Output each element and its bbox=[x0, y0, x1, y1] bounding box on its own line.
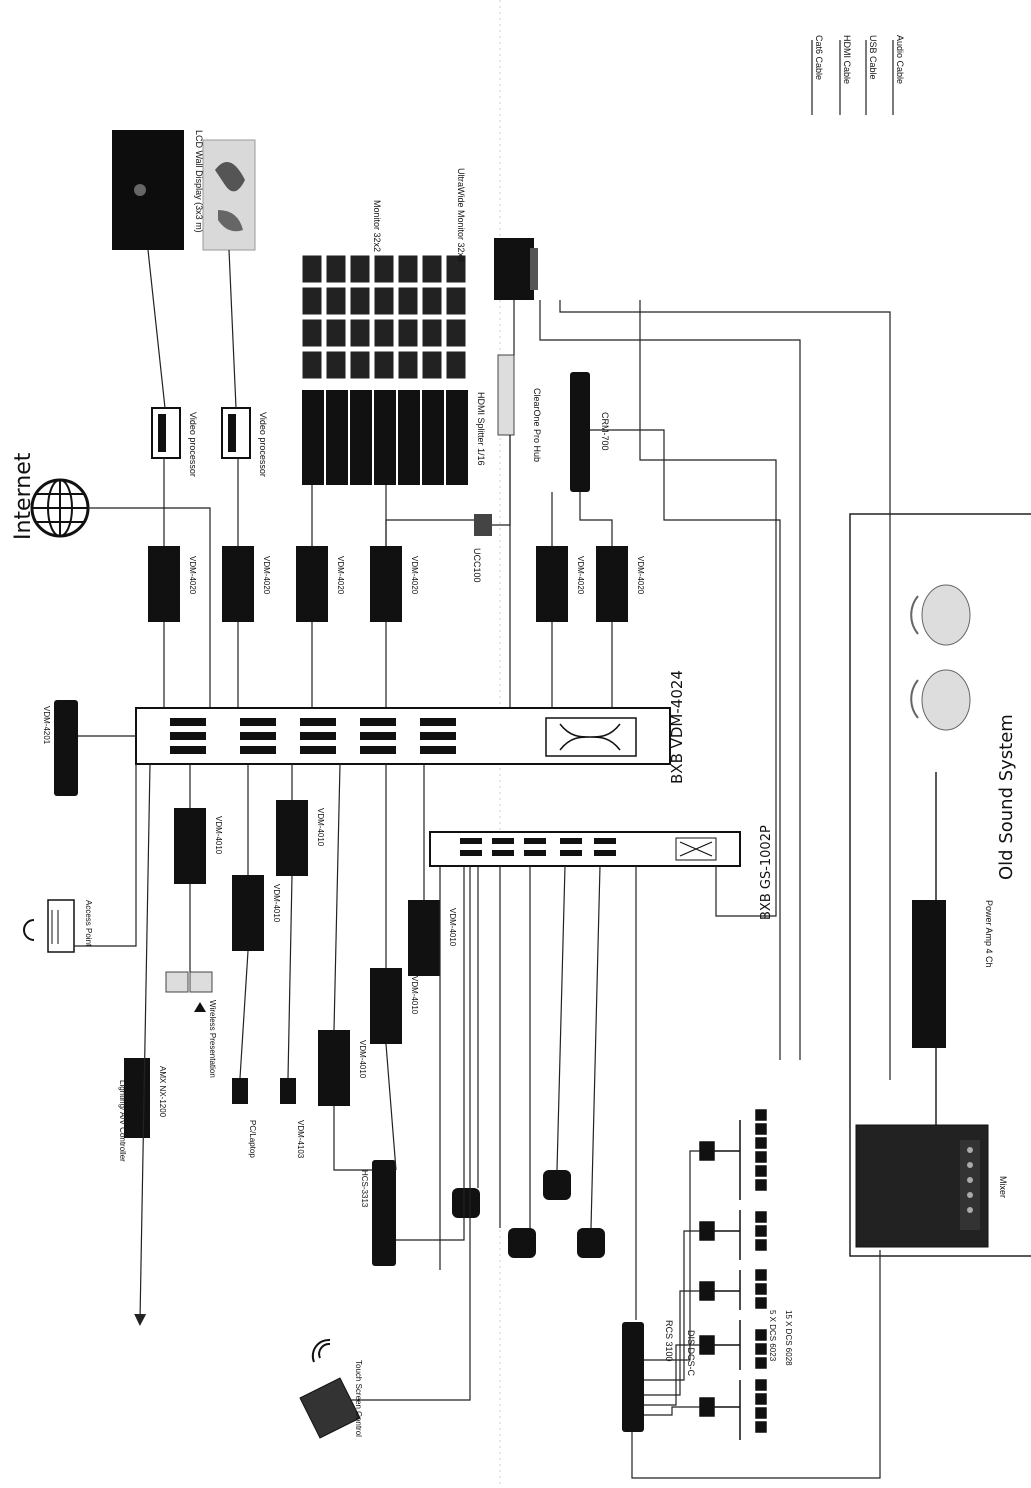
legend-hdmi: HDMI Cable bbox=[842, 35, 852, 84]
rcs-label: RCS 3100 bbox=[664, 1320, 674, 1362]
projector-screen-image bbox=[202, 139, 256, 251]
vdm-right-0: VDM-4020 bbox=[188, 556, 197, 595]
internet-globe-icon bbox=[30, 478, 90, 538]
vdm-right-2: VDM-4020 bbox=[336, 556, 345, 595]
vdm-left-3: VDM-4010 bbox=[448, 908, 457, 947]
vdm-4201-device bbox=[54, 700, 78, 796]
vdm-left-4: VDM-4010 bbox=[410, 976, 419, 1015]
delegate-units bbox=[699, 1109, 767, 1440]
wireless-presentation-device bbox=[165, 971, 213, 1012]
hdmi-splitter-label: HDMI Splitter 1/16 bbox=[476, 392, 486, 466]
power-amp-label: Power Amp 4 Ch bbox=[984, 900, 994, 968]
clearone-hub bbox=[497, 354, 515, 436]
crm-device bbox=[570, 372, 590, 492]
vdm-left-5: VDM-4010 bbox=[358, 1040, 367, 1079]
vdm-right-3: VDM-4020 bbox=[410, 556, 419, 595]
dis-label: DIS DCS-C bbox=[686, 1330, 696, 1377]
ultrawide-label: UltraWide Monitor 32x8 bbox=[456, 168, 466, 262]
legend-usb: USB Cable bbox=[868, 35, 878, 80]
vdm-4103-label: VDM-4103 bbox=[296, 1120, 305, 1159]
hcs-device bbox=[372, 1160, 396, 1266]
video-processor-1-label: Video processor bbox=[188, 412, 198, 477]
pc-monitor bbox=[494, 238, 538, 300]
vdm-right-1: VDM-4020 bbox=[262, 556, 271, 595]
vdm-right-5: VDM-4020 bbox=[636, 556, 645, 595]
clearone-label: ClearOne Pro Hub bbox=[532, 388, 542, 462]
legend-audio: Audio Cable bbox=[895, 35, 905, 84]
touch-screen-icon bbox=[299, 1338, 361, 1439]
lcd-wall-display bbox=[112, 130, 184, 250]
hdmi-splitter-stack bbox=[302, 390, 468, 485]
old-sound-system bbox=[849, 513, 1031, 1257]
vdm-right-row bbox=[148, 546, 628, 622]
video-processor-1 bbox=[151, 407, 181, 459]
bxb-vdm-4024-switch bbox=[135, 707, 671, 765]
ucc-label: UCC100 bbox=[472, 548, 482, 583]
vdm-left-row bbox=[174, 800, 440, 1106]
vdm-left-1: VDM-4010 bbox=[316, 808, 325, 847]
mixer-label: Mixer bbox=[998, 1176, 1008, 1198]
camera-icons bbox=[452, 1170, 605, 1258]
legend: Cat6 Cable HDMI Cable USB Cable Audio Ca… bbox=[811, 35, 905, 115]
monitor-label: Monitor 32x2 bbox=[372, 200, 382, 252]
crm-label: CRM-700 bbox=[600, 412, 610, 451]
vdm-4103-icon bbox=[280, 1078, 296, 1104]
pc-label: PC/Laptop bbox=[248, 1120, 257, 1158]
monitor-grid bbox=[301, 254, 467, 380]
delegate-1-label: 5 X DCS 6023 bbox=[768, 1310, 777, 1362]
vdm-left-0: VDM-4010 bbox=[214, 816, 223, 855]
legend-cat6: Cat6 Cable bbox=[814, 35, 824, 80]
pc-laptop-icon bbox=[232, 1078, 248, 1104]
vdm-right-4: VDM-4020 bbox=[576, 556, 585, 595]
conference-controller bbox=[622, 1322, 644, 1432]
wireless-presentation-label: Wireless Presentation bbox=[208, 1000, 217, 1078]
bxb-gs-label: BXB GS-1002P bbox=[759, 825, 774, 920]
ucc-device bbox=[474, 514, 492, 536]
bxb-main-label: BXB VDM-4024 bbox=[668, 670, 686, 784]
amx-controller bbox=[124, 1058, 150, 1138]
amx-label: AMX NX-1200 bbox=[158, 1066, 167, 1118]
delegate-2-label: 15 X DCS 6028 bbox=[784, 1310, 793, 1366]
touch-screen-label: Touch Screen Control bbox=[354, 1360, 363, 1437]
access-point-icon bbox=[23, 899, 75, 953]
vdm-left-2: VDM-4010 bbox=[272, 884, 281, 923]
access-point-label: Access Point bbox=[84, 900, 93, 947]
vdm-4201-label: VDM-4201 bbox=[42, 706, 51, 745]
video-processor-2-label: Video processor bbox=[258, 412, 268, 477]
video-processor-2 bbox=[221, 407, 251, 459]
internet-label: Internet bbox=[11, 452, 36, 540]
lighting-label: Lighting/ A/V Controller bbox=[118, 1080, 127, 1162]
bxb-gs-1002p-switch bbox=[429, 831, 741, 867]
lcd-wall-label: LCD Wall Display (3x3 m) bbox=[194, 130, 204, 233]
old-sound-label: Old Sound System bbox=[996, 714, 1017, 880]
hcs-label: HCS-3313 bbox=[360, 1170, 369, 1208]
